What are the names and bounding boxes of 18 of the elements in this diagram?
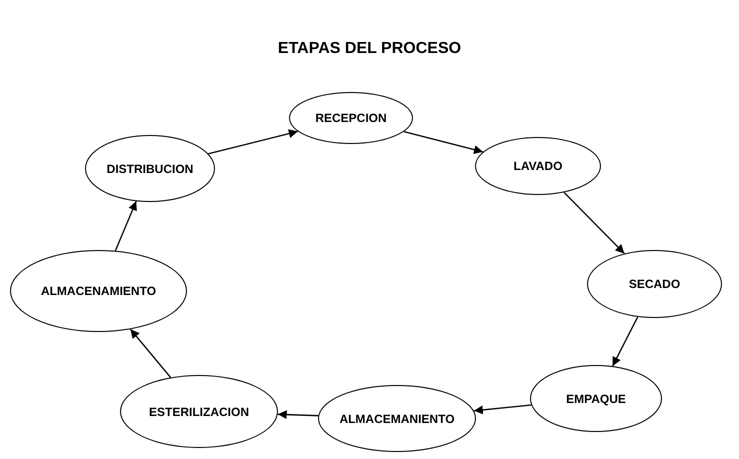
- arrow: [114, 200, 137, 252]
- node-label: ESTERILIZACION: [148, 404, 249, 418]
- arrow: [130, 328, 172, 378]
- arrow: [564, 192, 625, 254]
- process-ellipse: [289, 92, 413, 144]
- arrow: [404, 130, 484, 154]
- arrow: [278, 410, 318, 420]
- node-label: ALMACEMANIENTO: [339, 412, 455, 426]
- arrow: [474, 404, 532, 414]
- node-label: ALMACENAMIENTO: [40, 284, 156, 298]
- node-label: DISTRIBUCION: [106, 162, 194, 176]
- node-label: RECEPCION: [315, 111, 387, 125]
- node-label: EMPAQUE: [566, 392, 626, 406]
- node-label: SECADO: [628, 277, 680, 291]
- diagram-title: ETAPAS DEL PROCESO: [276, 40, 462, 58]
- arrow: [208, 129, 298, 154]
- arrow: [612, 316, 638, 366]
- node-label: LAVADO: [514, 159, 562, 173]
